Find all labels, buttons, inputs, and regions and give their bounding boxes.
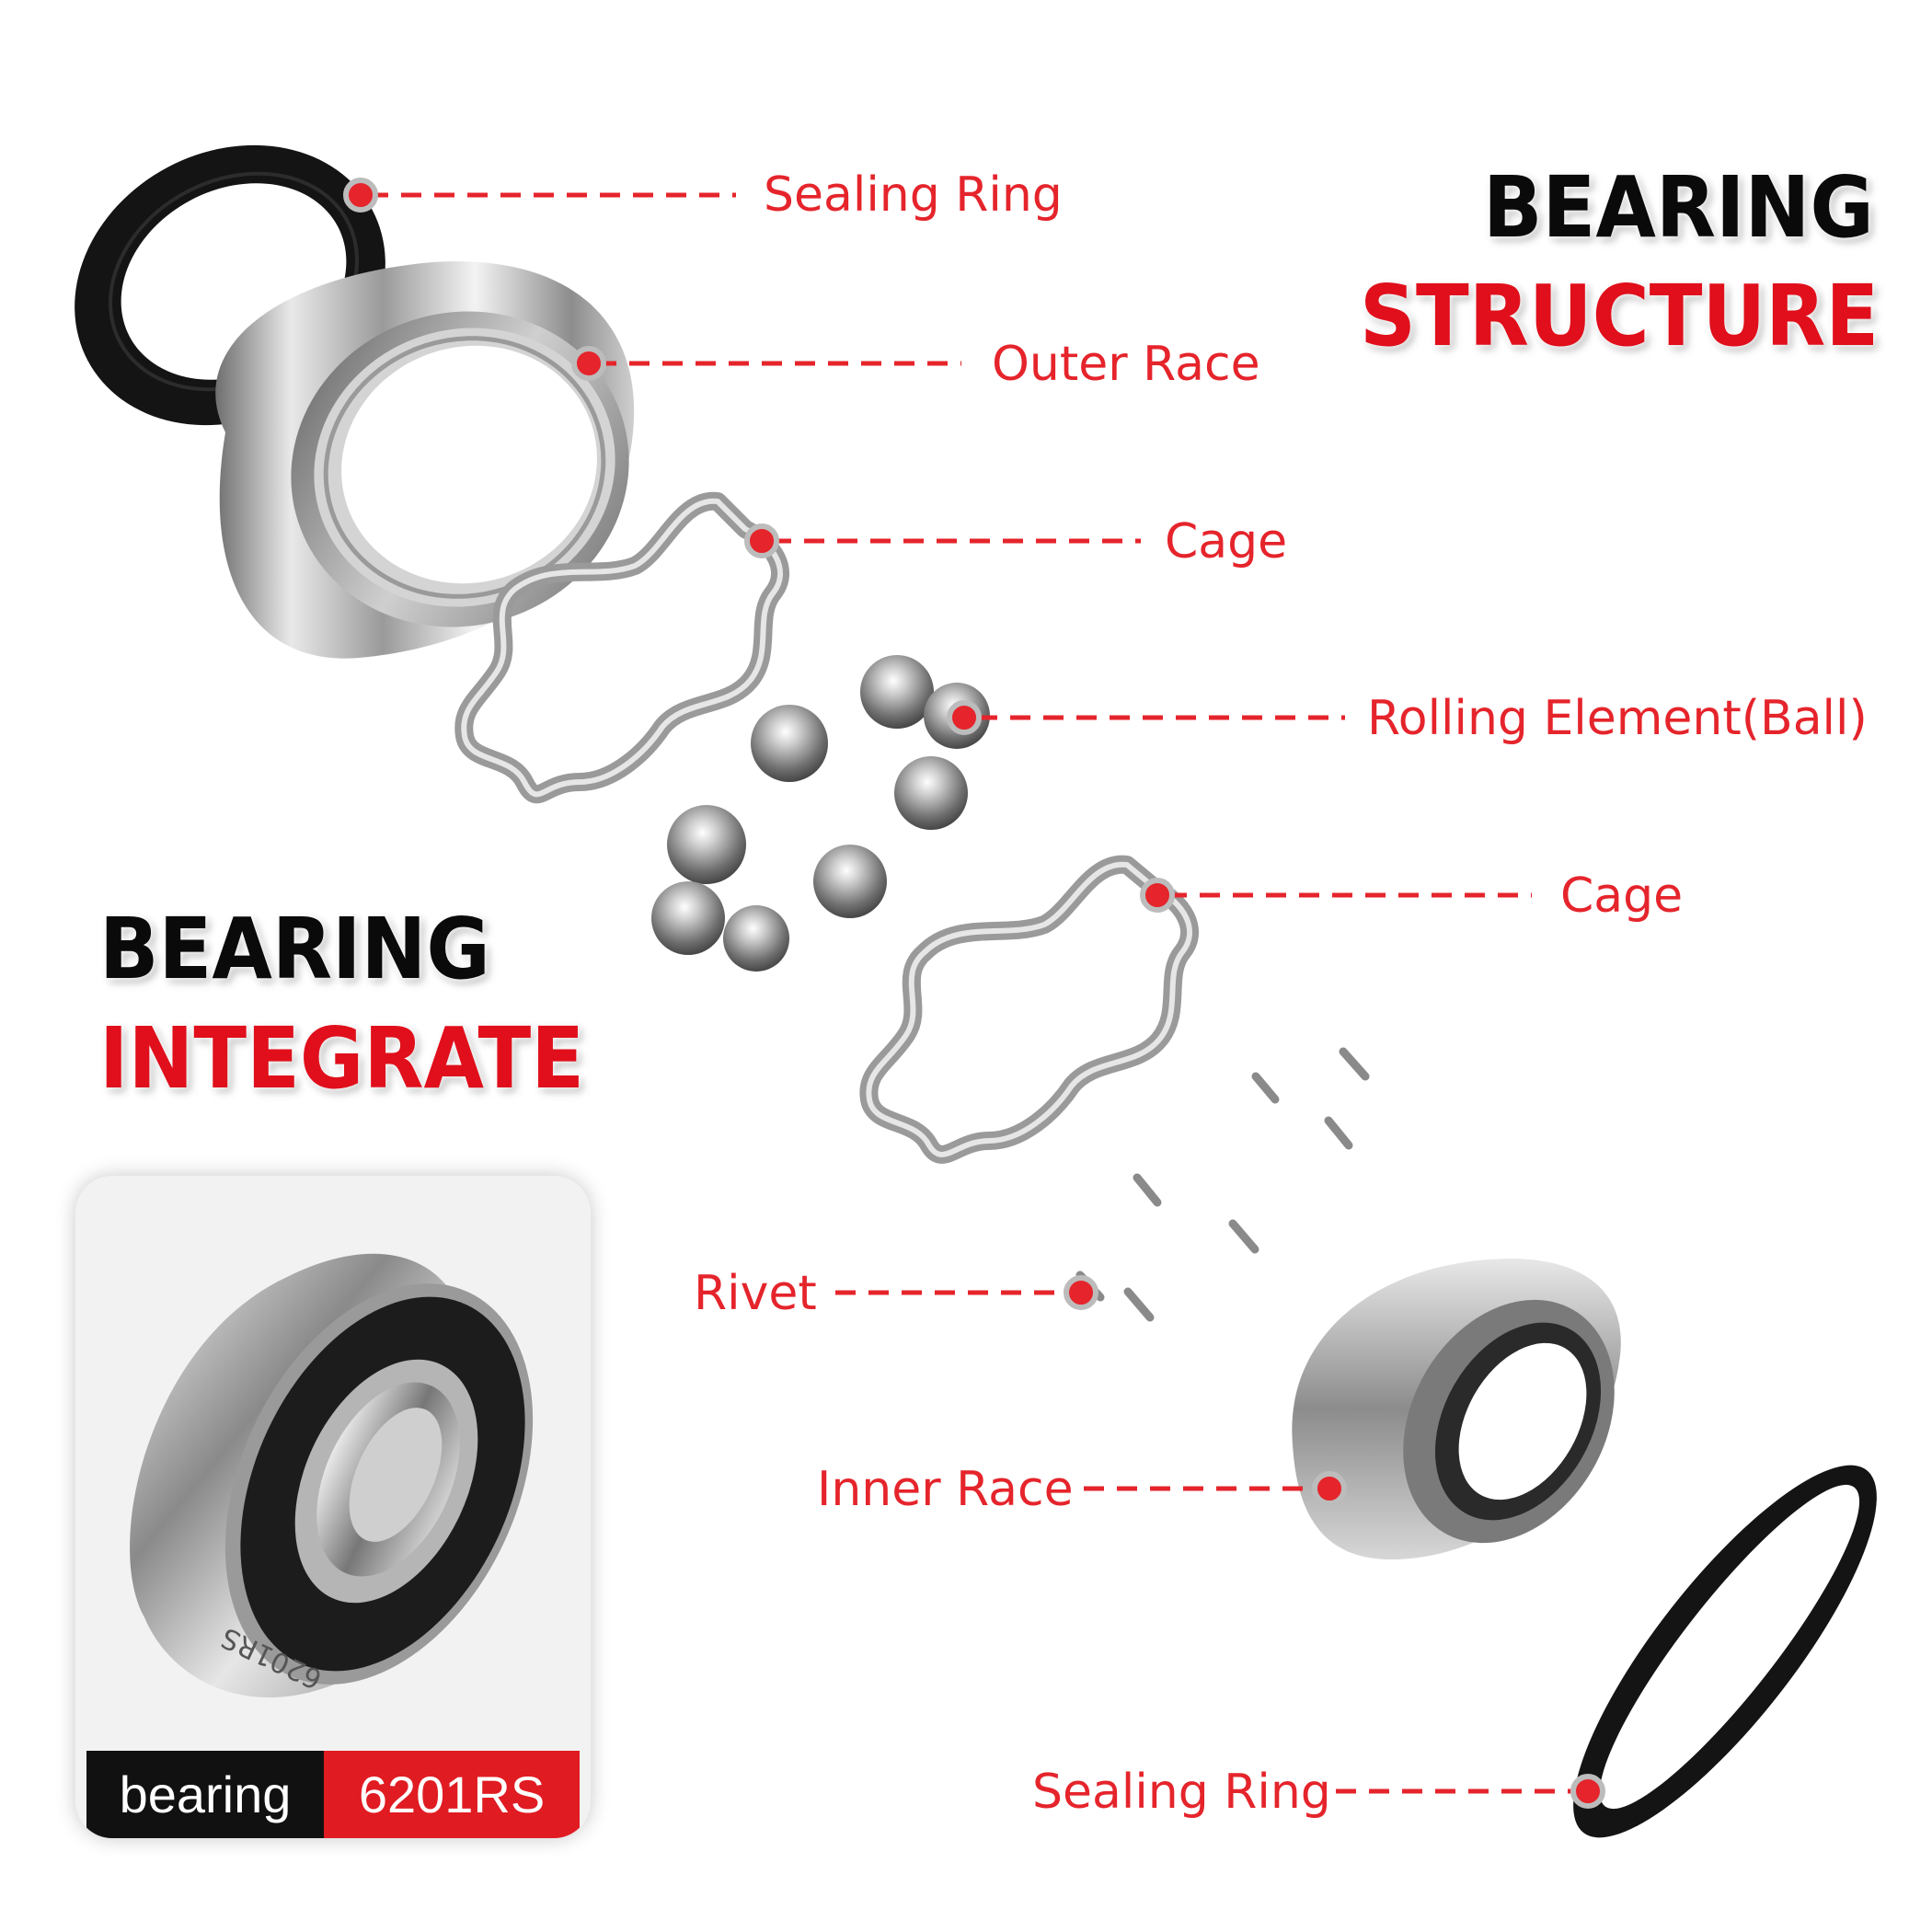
- label-rolling-element: Rolling Element(Ball): [1367, 691, 1868, 746]
- product-label: bearing: [86, 1751, 324, 1838]
- integrate-heading-line1: BEARING: [99, 900, 490, 998]
- label-outer-race: Outer Race: [992, 337, 1260, 392]
- structure-heading-line1: BEARING: [1483, 158, 1874, 257]
- callout-dot: [1140, 878, 1175, 913]
- label-sealing-ring-bottom: Sealing Ring: [1032, 1765, 1331, 1820]
- assembled-bearing-image: 6201RS: [130, 1253, 534, 1698]
- callout-dots: [343, 178, 1605, 1809]
- inner-race-part: [1292, 1259, 1621, 1560]
- structure-heading-line2: STRUCTURE: [1360, 267, 1880, 365]
- callout-dot: [571, 346, 606, 381]
- cage-top-part: [454, 491, 790, 804]
- label-rivet: Rivet: [694, 1266, 817, 1321]
- callout-dot: [1570, 1774, 1605, 1809]
- callout-dot: [1312, 1471, 1347, 1506]
- label-sealing-ring-top: Sealing Ring: [764, 167, 1063, 223]
- callout-dot: [947, 700, 982, 735]
- label-inner-race: Inner Race: [817, 1462, 1074, 1517]
- product-card: 6201RS bearing 6201RS: [75, 1176, 591, 1838]
- label-cage-lower: Cage: [1560, 868, 1684, 924]
- callout-dot: [744, 523, 779, 558]
- callout-dot: [1064, 1275, 1098, 1310]
- product-model: 6201RS: [324, 1751, 580, 1838]
- sealing-ring-bottom-part: [1573, 1465, 1877, 1838]
- outer-race-part: [215, 261, 635, 659]
- cage-lower-part: [859, 855, 1200, 1164]
- label-cage-top: Cage: [1165, 514, 1288, 569]
- integrate-heading-line2: INTEGRATE: [99, 1009, 585, 1108]
- leader-lines: [368, 192, 1578, 1794]
- callout-dot: [343, 178, 378, 213]
- rivets-part: [1075, 1047, 1370, 1322]
